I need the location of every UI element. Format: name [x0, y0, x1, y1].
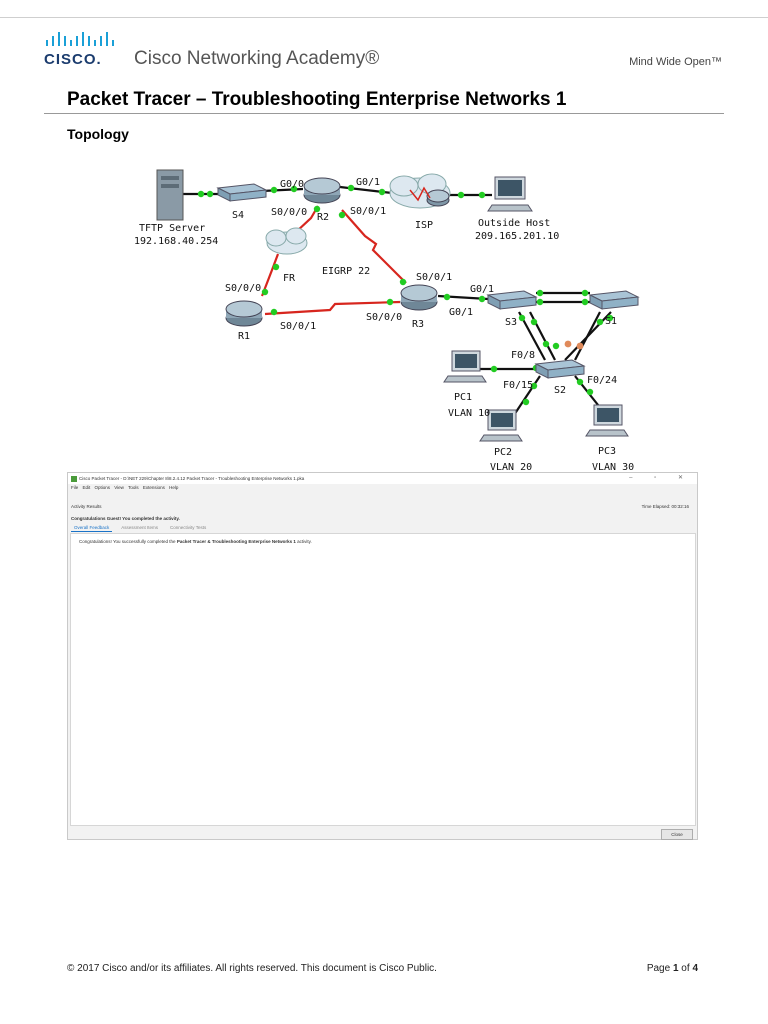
- section-heading: Topology: [67, 126, 129, 142]
- outside-host-icon[interactable]: [487, 176, 533, 212]
- label-r3: R3: [412, 319, 424, 330]
- label-pc1-vlan: VLAN 10: [448, 408, 490, 419]
- header-rule: [0, 17, 768, 18]
- message-post: activity.: [295, 539, 312, 544]
- window-title: Cisco Packet Tracer - D:\NET 229\Chapter…: [79, 476, 305, 481]
- frame-relay-cloud-icon[interactable]: [265, 227, 308, 255]
- close-button[interactable]: Close: [661, 829, 693, 840]
- document-title: Packet Tracer – Troubleshooting Enterpri…: [67, 89, 567, 110]
- switch-s2-icon[interactable]: [534, 359, 586, 379]
- label-r3-g01-bot: G0/1: [449, 307, 473, 318]
- tagline: Mind Wide Open™: [629, 56, 722, 68]
- footer-copyright: © 2017 Cisco and/or its affiliates. All …: [67, 963, 437, 974]
- label-s1: S1: [605, 316, 617, 327]
- pc2-icon[interactable]: [479, 409, 523, 442]
- router-r3-icon[interactable]: [400, 284, 438, 311]
- feedback-message: Congratulations! You successfully comple…: [79, 539, 312, 544]
- feedback-panel: Congratulations! You successfully comple…: [70, 533, 696, 826]
- label-s2: S2: [554, 385, 566, 396]
- page-sep: of: [678, 963, 693, 974]
- title-rule: [44, 113, 724, 114]
- time-elapsed: Time Elapsed: 00:32:16: [641, 504, 689, 509]
- label-s4: S4: [232, 210, 244, 221]
- label-r1: R1: [238, 331, 250, 342]
- label-eigrp: EIGRP 22: [322, 266, 370, 277]
- label-r3-s000: S0/0/0: [366, 312, 402, 323]
- tftp-server-icon[interactable]: [156, 169, 184, 221]
- label-outside-ip: 209.165.201.10: [475, 231, 559, 242]
- label-r1-s001: S0/0/1: [280, 321, 316, 332]
- label-pc3-vlan: VLAN 30: [592, 462, 634, 472]
- window-titlebar: Cisco Packet Tracer - D:\NET 229\Chapter…: [68, 473, 697, 484]
- switch-s4-icon[interactable]: [216, 183, 268, 202]
- switch-s1-icon[interactable]: [588, 290, 640, 310]
- cisco-bridge-logo-icon: [46, 32, 114, 46]
- congrats-line: Congratulations Guest! You completed the…: [71, 516, 180, 521]
- results-tabs: Overall Feedback Assessment Items Connec…: [71, 524, 209, 532]
- tab-assessment-items[interactable]: Assessment Items: [121, 525, 159, 530]
- label-s2-f08: F0/8: [511, 350, 535, 361]
- label-pc3: PC3: [598, 446, 616, 457]
- label-r3-g01-top: G0/1: [470, 284, 494, 295]
- label-r2-s001: S0/0/1: [350, 206, 386, 217]
- panel-title: Activity Results: [71, 504, 102, 509]
- tab-connectivity-tests[interactable]: Connectivity Tests: [170, 525, 207, 530]
- label-tftp: TFTP Server: [139, 223, 205, 234]
- message-pre: Congratulations! You successfully comple…: [79, 539, 177, 544]
- pc1-icon[interactable]: [443, 350, 487, 383]
- label-s3: S3: [505, 317, 517, 328]
- page-total: 4: [692, 963, 698, 974]
- switch-s3-icon[interactable]: [486, 290, 538, 310]
- label-fr: FR: [283, 273, 296, 284]
- router-r1-icon[interactable]: [225, 300, 263, 327]
- label-s2-f015: F0/15: [503, 380, 533, 391]
- isp-cloud-icon[interactable]: [389, 173, 451, 209]
- window-controls[interactable]: – ▫ ✕: [629, 475, 693, 481]
- label-r2-g01: G0/1: [356, 177, 380, 188]
- message-activity-name: Packet Tracer & Troubleshooting Enterpri…: [176, 539, 296, 544]
- packet-tracer-app-icon: [71, 475, 77, 482]
- label-pc2-vlan: VLAN 20: [490, 462, 532, 472]
- label-tftp-ip: 192.168.40.254: [134, 236, 218, 247]
- label-outside: Outside Host: [478, 218, 550, 229]
- label-pc1: PC1: [454, 392, 472, 403]
- label-r2-s000: S0/0/0: [271, 207, 307, 218]
- router-r2-icon[interactable]: [303, 177, 341, 204]
- menu-bar[interactable]: File Edit Options View Tools Extensions …: [71, 485, 179, 490]
- label-pc2: PC2: [494, 447, 512, 458]
- cisco-wordmark: CISCO.: [44, 51, 102, 68]
- pc3-icon[interactable]: [585, 404, 629, 437]
- label-r2-g00: G0/0: [280, 179, 304, 190]
- label-s2-f024: F0/24: [587, 375, 617, 386]
- tab-overall-feedback[interactable]: Overall Feedback: [71, 524, 113, 532]
- label-r3-s001: S0/0/1: [416, 272, 452, 283]
- label-r2: R2: [317, 212, 329, 223]
- label-isp: ISP: [415, 220, 433, 231]
- page-number: Page 1 of 4: [647, 963, 698, 974]
- page-prefix: Page: [646, 963, 673, 974]
- topology-diagram: TFTP Server 192.168.40.254 S4 G0/0 G0/1 …: [134, 169, 640, 472]
- activity-results-screenshot: Cisco Packet Tracer - D:\NET 229\Chapter…: [67, 472, 698, 840]
- label-r1-s000: S0/0/0: [225, 283, 261, 294]
- academy-name: Cisco Networking Academy®: [134, 48, 380, 69]
- page-current: 1: [672, 963, 679, 974]
